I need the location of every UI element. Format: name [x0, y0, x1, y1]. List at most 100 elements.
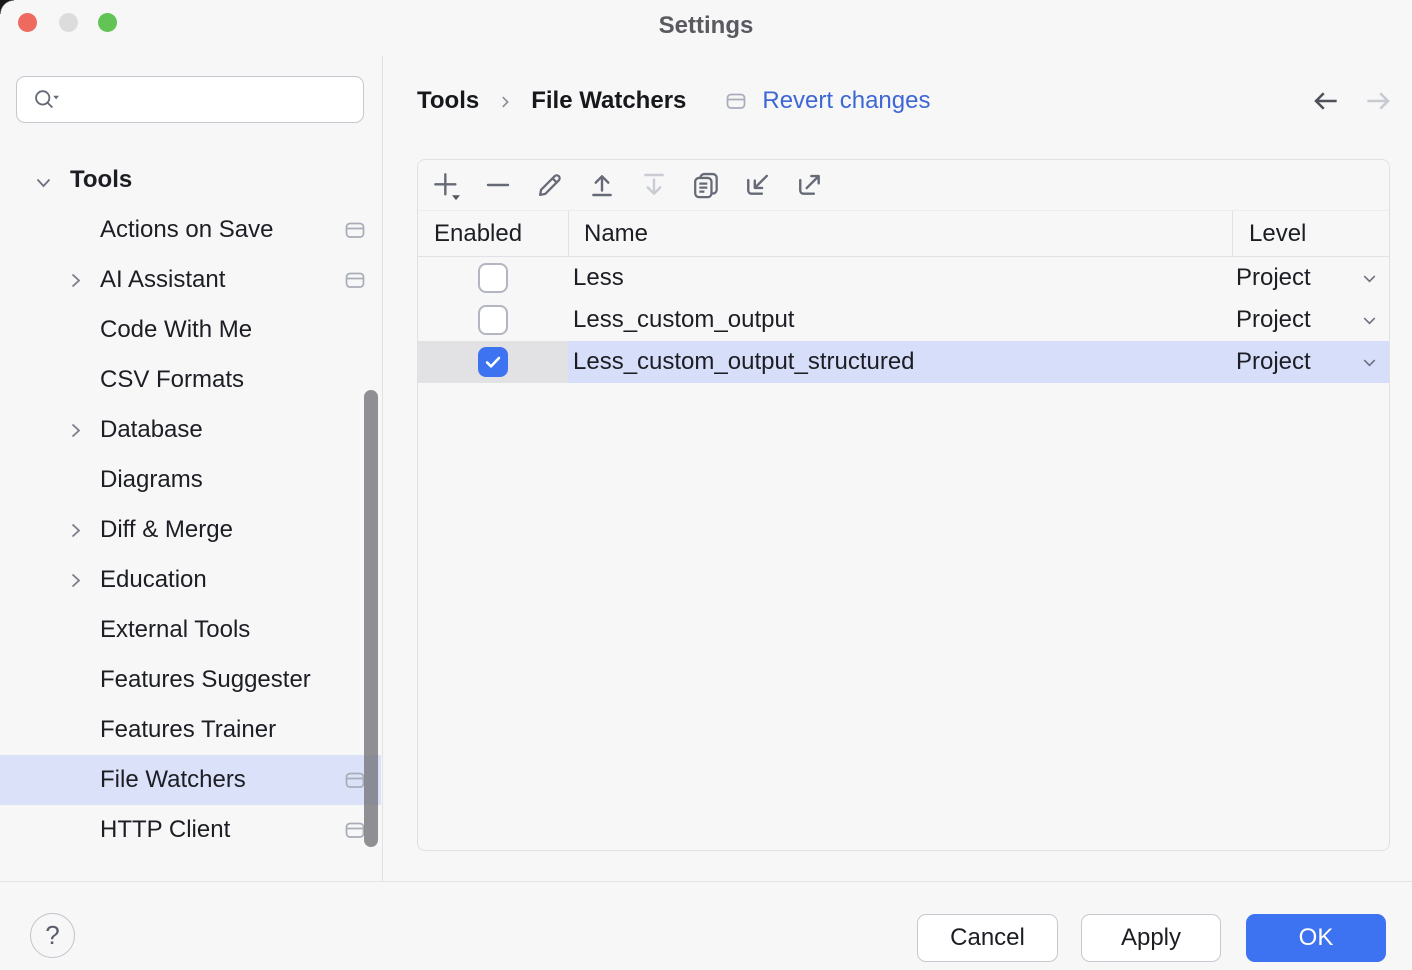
table-row[interactable]: Less_custom_output_structured Project	[418, 341, 1389, 383]
cancel-button[interactable]: Cancel	[917, 914, 1058, 962]
enabled-checkbox[interactable]	[478, 263, 508, 293]
modified-indicator-icon	[343, 768, 367, 792]
tree-item-label: Diagrams	[100, 466, 203, 493]
close-window-button[interactable]	[18, 13, 37, 32]
export-button[interactable]	[792, 167, 828, 203]
column-header-enabled: Enabled	[434, 219, 523, 247]
level-dropdown[interactable]: Project	[1236, 264, 1381, 292]
edit-button[interactable]	[532, 167, 568, 203]
tree-item-label: Diff & Merge	[100, 516, 233, 543]
import-icon	[747, 174, 768, 195]
move-down-icon	[644, 173, 664, 195]
ok-button[interactable]: OK	[1246, 914, 1386, 962]
duplicate-icon	[694, 172, 718, 199]
duplicate-button[interactable]	[688, 167, 724, 203]
tree-item-label: File Watchers	[100, 766, 246, 793]
sidebar-item-ai-assistant[interactable]: AI Assistant	[0, 255, 381, 305]
watchers-toolbar	[418, 160, 1389, 211]
table-header: Enabled Name Level	[418, 210, 1389, 257]
add-button[interactable]	[428, 167, 464, 203]
window-corner	[0, 0, 14, 14]
search-field[interactable]	[16, 76, 364, 123]
modified-indicator-icon	[343, 218, 367, 242]
table-row[interactable]: Less Project	[418, 257, 1389, 299]
sidebar-item-code-with-me[interactable]: Code With Me	[0, 305, 381, 355]
sidebar-item-file-watchers[interactable]: File Watchers	[0, 755, 381, 805]
tree-item-label: Tools	[70, 166, 133, 193]
level-dropdown[interactable]: Project	[1236, 306, 1381, 334]
apply-button[interactable]: Apply	[1081, 914, 1221, 962]
settings-content: Tools File Watchers Revert changes	[384, 56, 1412, 881]
sidebar-item-actions-on-save[interactable]: Actions on Save	[0, 205, 381, 255]
tree-item-label: AI Assistant	[100, 266, 226, 293]
chevron-down-icon	[1358, 351, 1381, 374]
sidebar-item-tools[interactable]: Tools	[0, 155, 381, 205]
level-value: Project	[1236, 264, 1311, 291]
tree-item-label: Database	[100, 416, 203, 443]
file-watchers-panel: Enabled Name Level Less Project	[417, 159, 1390, 851]
enabled-checkbox[interactable]	[478, 347, 508, 377]
titlebar: Settings	[0, 0, 1412, 56]
chevron-right-icon[interactable]	[64, 569, 87, 592]
tree-item-label: CSV Formats	[100, 366, 245, 393]
column-header-name: Name	[568, 210, 1232, 257]
sidebar-item-diagrams[interactable]: Diagrams	[0, 455, 381, 505]
forward-button	[1362, 87, 1394, 115]
watcher-name: Less_custom_output	[573, 306, 795, 333]
watcher-name: Less	[573, 264, 624, 291]
move-up-button[interactable]	[584, 167, 620, 203]
sidebar-item-database[interactable]: Database	[0, 405, 381, 455]
back-button[interactable]	[1310, 87, 1342, 115]
sidebar-item-education[interactable]: Education	[0, 555, 381, 605]
help-button[interactable]: ?	[30, 913, 75, 958]
sidebar-item-csv-formats[interactable]: CSV Formats	[0, 355, 381, 405]
table-row[interactable]: Less_custom_output Project	[418, 299, 1389, 341]
tree-item-label: Actions on Save	[100, 216, 274, 243]
modified-indicator-icon	[343, 268, 367, 292]
sidebar-scrollbar-thumb[interactable]	[364, 390, 378, 847]
modified-indicator-icon	[343, 818, 367, 842]
sidebar-item-external-tools[interactable]: External Tools	[0, 605, 381, 655]
tree-item-label: Features Trainer	[100, 716, 277, 743]
enabled-checkbox[interactable]	[478, 305, 508, 335]
revert-changes-link[interactable]: Revert changes	[762, 87, 931, 114]
search-input[interactable]	[70, 86, 363, 113]
tree-item-label: HTTP Client	[100, 816, 231, 843]
tree-item-label: Education	[100, 566, 207, 593]
minimize-window-button	[59, 13, 78, 32]
zoom-window-button[interactable]	[98, 13, 117, 32]
level-dropdown[interactable]: Project	[1236, 348, 1381, 376]
chevron-down-icon[interactable]	[32, 171, 55, 194]
chevron-right-icon[interactable]	[64, 419, 87, 442]
sidebar-item-features-trainer[interactable]: Features Trainer	[0, 705, 381, 755]
chevron-right-icon[interactable]	[64, 269, 87, 292]
tree-item-label: External Tools	[100, 616, 251, 643]
chevron-right-icon	[496, 91, 514, 111]
sidebar-item-features-suggester[interactable]: Features Suggester	[0, 655, 381, 705]
remove-icon	[486, 183, 510, 187]
checkmark-icon	[485, 356, 501, 368]
settings-sidebar: Tools Actions on Save AI Assistant Code …	[0, 56, 383, 881]
modified-indicator-icon	[724, 89, 748, 113]
settings-tree: Tools Actions on Save AI Assistant Code …	[0, 155, 381, 855]
tree-item-label: Code With Me	[100, 316, 253, 343]
level-value: Project	[1236, 348, 1311, 375]
move-up-icon	[592, 175, 612, 197]
import-button[interactable]	[740, 167, 776, 203]
dialog-footer: ? Cancel Apply OK	[0, 881, 1412, 970]
add-icon	[434, 173, 460, 201]
breadcrumb-tools[interactable]: Tools	[417, 87, 480, 114]
column-header-level: Level	[1232, 210, 1389, 257]
chevron-down-icon	[1358, 309, 1381, 332]
breadcrumb-file-watchers: File Watchers	[531, 87, 687, 114]
watcher-name: Less_custom_output_structured	[568, 341, 1232, 383]
move-down-button	[636, 167, 672, 203]
level-value: Project	[1236, 306, 1311, 333]
chevron-down-icon	[1358, 267, 1381, 290]
remove-button[interactable]	[480, 167, 516, 203]
chevron-right-icon[interactable]	[64, 519, 87, 542]
tree-item-label: Features Suggester	[100, 666, 311, 693]
sidebar-item-http-client[interactable]: HTTP Client	[0, 805, 381, 855]
export-icon	[799, 174, 820, 195]
sidebar-item-diff-merge[interactable]: Diff & Merge	[0, 505, 381, 555]
